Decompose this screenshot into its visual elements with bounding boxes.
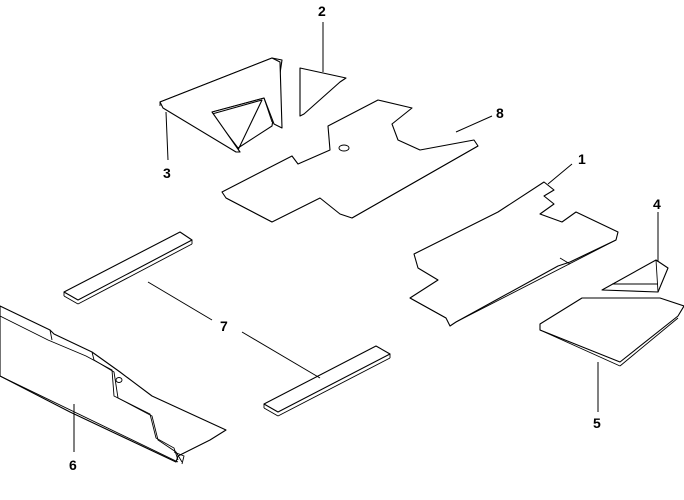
callout-7: 7: [220, 318, 228, 334]
part-1-right-floor-mat: [409, 181, 619, 327]
leader-7a: [147, 281, 213, 321]
part-7-strip-upper: [63, 231, 193, 305]
callout-5: 5: [593, 415, 601, 431]
part-8-floor-mat: [221, 99, 479, 223]
callout-1: 1: [578, 151, 586, 167]
part-3-vcut-mat: [159, 57, 283, 153]
leader-1: [547, 163, 573, 185]
leader-8: [455, 115, 493, 133]
part-5-flat-panel: [539, 297, 684, 367]
leader-3: [165, 111, 169, 161]
callout-8: 8: [496, 105, 504, 121]
callout-labels: 2 8 3 1 4 7 5 6: [69, 3, 661, 473]
part-4-wedge: [601, 259, 669, 293]
part-7-strip-lower: [263, 345, 391, 417]
leader-lines: [73, 22, 659, 452]
callout-3: 3: [163, 165, 171, 181]
callout-6: 6: [69, 457, 77, 473]
part-2-triangle-pad: [299, 67, 347, 117]
part-6-side-panel: [0, 305, 227, 465]
callout-4: 4: [653, 196, 661, 212]
callout-2: 2: [318, 3, 326, 19]
leader-7b: [241, 331, 321, 379]
